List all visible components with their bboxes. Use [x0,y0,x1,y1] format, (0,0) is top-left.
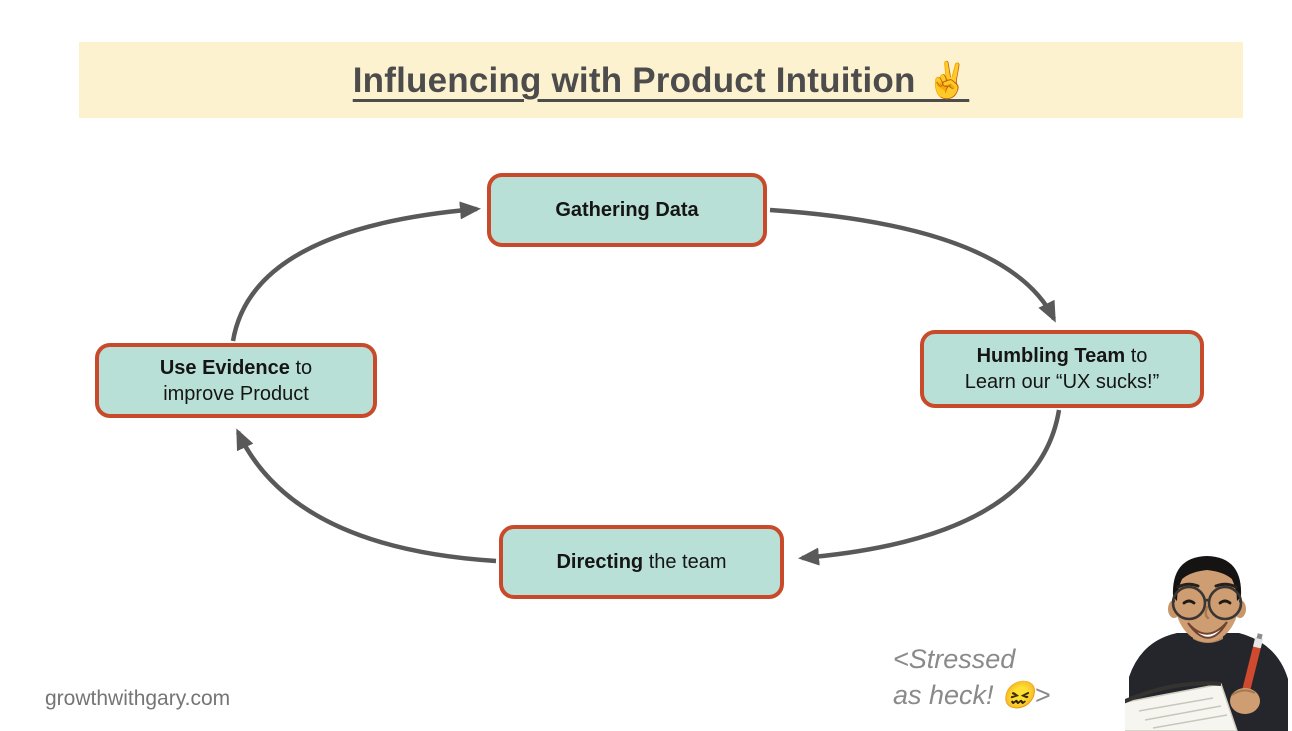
arrow-left-to-top [230,201,481,342]
node-text-bold: Humbling Team [976,345,1126,367]
node-text: to [1125,345,1148,367]
node-line2: Learn our “UX sucks!” [964,371,1160,393]
node-line: Use Evidence to [160,355,312,381]
caption-line-1: <Stressed [893,644,1016,674]
arrow-right-to-bottom [798,409,1062,566]
node-humbling-team: Humbling Team to Learn our “UX sucks!” [920,330,1204,408]
node-use-evidence: Use Evidence to improve Product [95,343,377,418]
stressed-caption: <Stressed as heck! 😖> [893,641,1050,713]
node-line: Directing the team [556,549,726,575]
node-text-bold: Use Evidence [159,356,290,379]
watermark-url: growthwithgary.com [45,687,231,710]
node-text-bold: Directing [556,551,644,573]
node-line: Gathering Data [555,197,698,223]
node-line2: improve Product [163,382,309,405]
node-directing-team: Directing the team [499,525,784,599]
node-text: the team [643,551,727,573]
presenter-photo [1125,556,1288,731]
title-banner: Influencing with Product Intuition ✌️ [79,42,1243,118]
node-text-bold: Gathering Data [555,199,699,221]
node-gathering-data: Gathering Data [487,173,767,247]
arrow-bottom-to-left [235,428,497,564]
node-text: to [289,356,313,379]
node-line: Humbling Team to [977,343,1148,369]
slide-title: Influencing with Product Intuition ✌️ [352,60,970,100]
caption-line-2: as heck! 😖> [893,680,1051,710]
arrow-top-to-right [769,207,1057,323]
